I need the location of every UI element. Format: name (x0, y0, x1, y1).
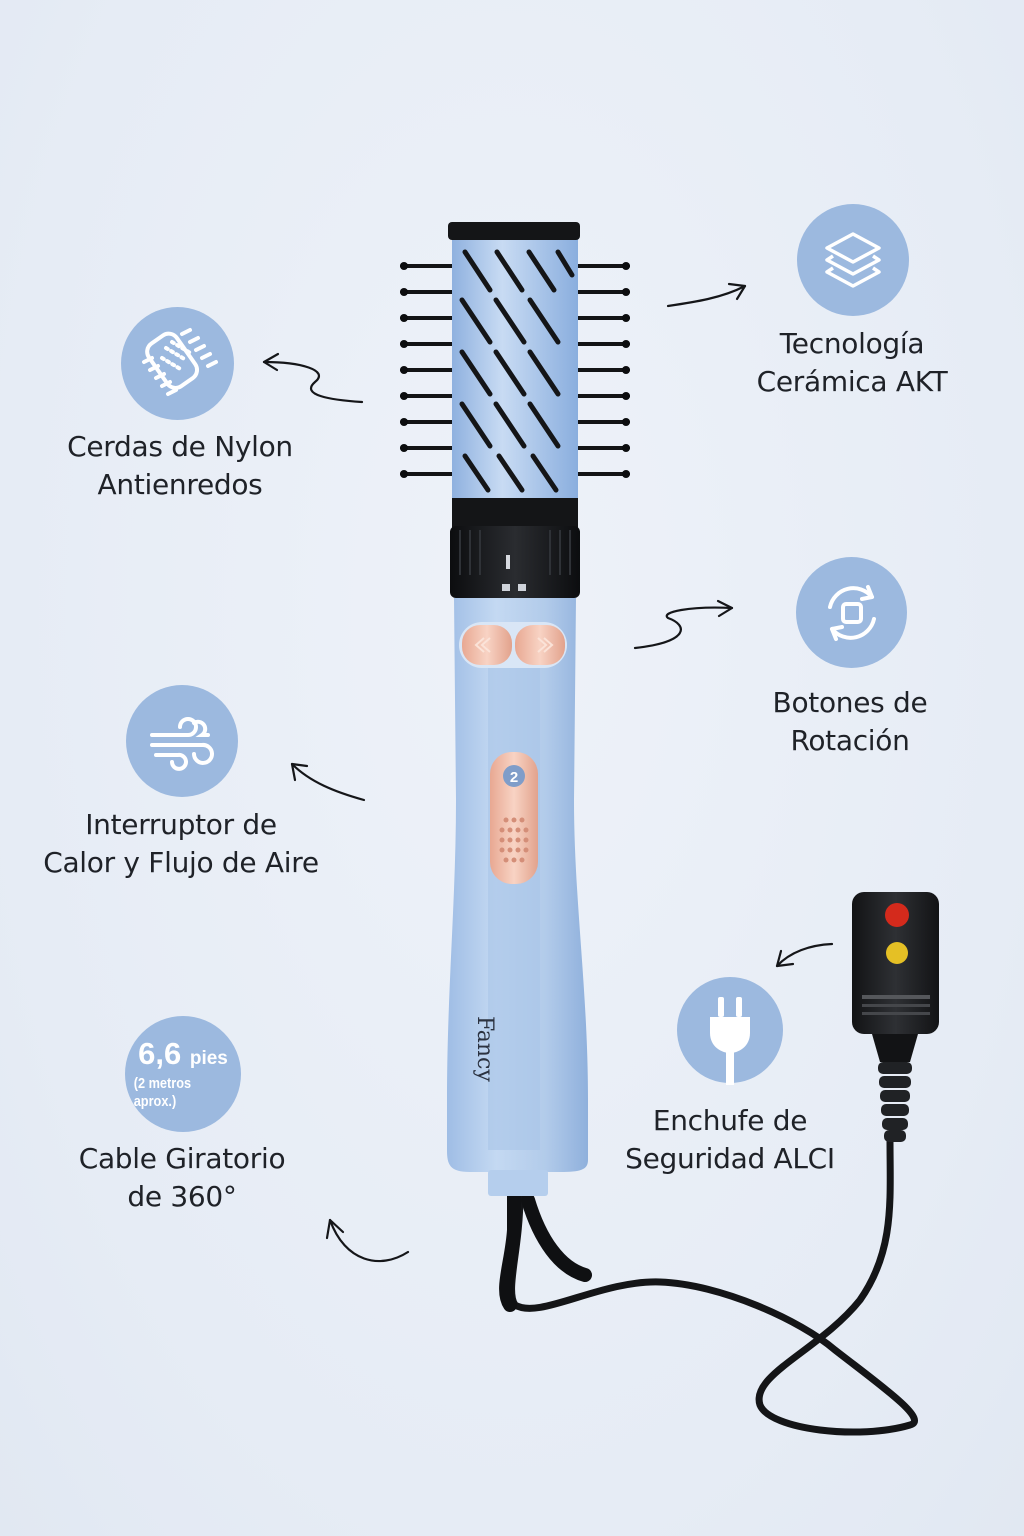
rotate-left-button (462, 625, 512, 665)
cable-length: 6,6 pies (138, 1035, 228, 1075)
arrow-plug (775, 942, 834, 968)
stacked-layers-icon (825, 232, 881, 288)
plug-label: Enchufe de Seguridad ALCI (612, 1102, 848, 1178)
plug-icon-circle (677, 977, 783, 1085)
nylon-line2: Antienredos (97, 468, 263, 501)
plug-icon (710, 997, 750, 1085)
cable-length-circle: 6,6 pies (2 metros aprox.) (125, 1016, 241, 1132)
barrel-cap (448, 222, 580, 240)
rotation-line1: Botones de (772, 686, 928, 719)
cable-length-unit: pies (189, 1047, 228, 1069)
brush-bristles-icon (141, 327, 218, 396)
heat-airflow-icon-circle (126, 685, 238, 797)
cable-label: Cable Giratorio de 360° (60, 1140, 304, 1216)
gfci-plug (852, 892, 939, 1142)
rotation-icon-circle (796, 557, 907, 668)
nylon-bristles-label: Cerdas de Nylon Antienredos (40, 428, 320, 504)
reset-button (886, 942, 908, 964)
arrow-rotation (633, 606, 734, 650)
arrow-ceramic (666, 284, 747, 308)
plug-line1: Enchufe de (652, 1104, 808, 1137)
ceramic-line1: Tecnología (779, 327, 925, 360)
rotation-label: Botones de Rotación (720, 684, 980, 760)
arrow-cable (328, 1218, 410, 1263)
annotation-arrows (262, 282, 834, 1263)
rotate-right-button (515, 625, 565, 665)
heat-line1: Interruptor de (85, 808, 277, 841)
hot-air-brush: 2 (400, 222, 630, 1196)
power-cord (508, 1136, 919, 1436)
heat-airflow-label: Interruptor de Calor y Flujo de Aire (36, 806, 326, 882)
arrow-nylon (262, 360, 364, 404)
rotation-line2: Rotación (790, 724, 910, 757)
heat-line2: Calor y Flujo de Aire (43, 846, 319, 879)
airflow-wind-icon (150, 717, 214, 771)
cable-swivel (488, 1170, 548, 1196)
ceramic-label: Tecnología Cerámica AKT (720, 325, 984, 401)
cable-length-note: (2 metros aprox.) (133, 1074, 192, 1110)
nylon-line1: Cerdas de Nylon (67, 430, 293, 463)
cable-line1: Cable Giratorio (78, 1142, 286, 1175)
rotate-arrows-icon (827, 584, 876, 641)
switch-setting-text: 2 (510, 769, 518, 786)
cable-length-value: 6,6 (138, 1035, 182, 1071)
ceramic-icon-circle (797, 204, 909, 316)
plug-line2: Seguridad ALCI (625, 1142, 835, 1175)
brand-logo: Fancy (472, 1016, 497, 1082)
arrow-heat (290, 762, 366, 802)
ceramic-line2: Cerámica AKT (756, 365, 948, 398)
test-button (885, 903, 909, 927)
nylon-bristles-icon-circle (121, 307, 234, 420)
rotating-collar (450, 526, 580, 598)
cable-line2: de 360° (127, 1180, 237, 1213)
